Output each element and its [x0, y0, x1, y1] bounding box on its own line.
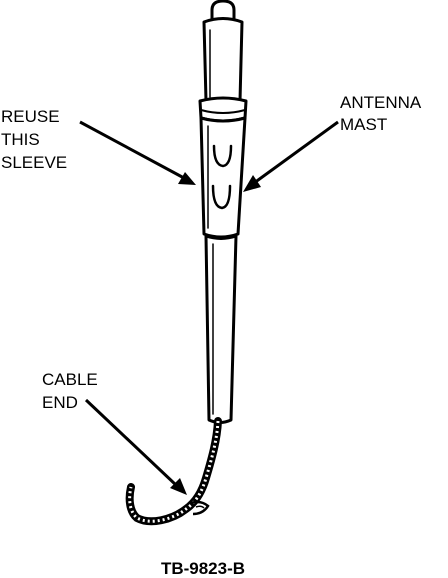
figure-id: TB-9823-B: [161, 559, 245, 578]
mast-collar: [198, 96, 248, 123]
label-line: END: [42, 393, 78, 412]
label-antenna-mast: ANTENNA MAST: [340, 93, 425, 134]
sleeve-groove-upper: [212, 144, 233, 168]
mast-upper-tube: [202, 17, 244, 103]
label-cable-end: CABLE END: [42, 370, 102, 412]
label-line: CABLE: [42, 370, 98, 389]
leader-arrows: [79, 120, 339, 495]
cable-outline: [125, 417, 222, 526]
mast-lower-tube: [204, 234, 238, 424]
label-line: ANTENNA: [340, 93, 422, 112]
mast-tip: [210, 0, 236, 22]
arrow-cable-end: [84, 398, 187, 495]
cable-end-fitting: [190, 500, 210, 516]
label-line: REUSE: [1, 107, 60, 126]
arrow-antenna-mast: [243, 120, 339, 192]
label-line: MAST: [340, 115, 387, 134]
label-line: SLEEVE: [1, 153, 67, 172]
label-line: THIS: [1, 130, 40, 149]
arrow-reuse-sleeve: [79, 120, 196, 185]
cable-braid: [128, 420, 220, 523]
cable-drawing: [125, 417, 222, 526]
label-reuse-this-sleeve: REUSE THIS SLEEVE: [1, 107, 67, 172]
antenna-mast-drawing: [198, 0, 248, 424]
sleeve-groove-lower: [211, 184, 232, 210]
